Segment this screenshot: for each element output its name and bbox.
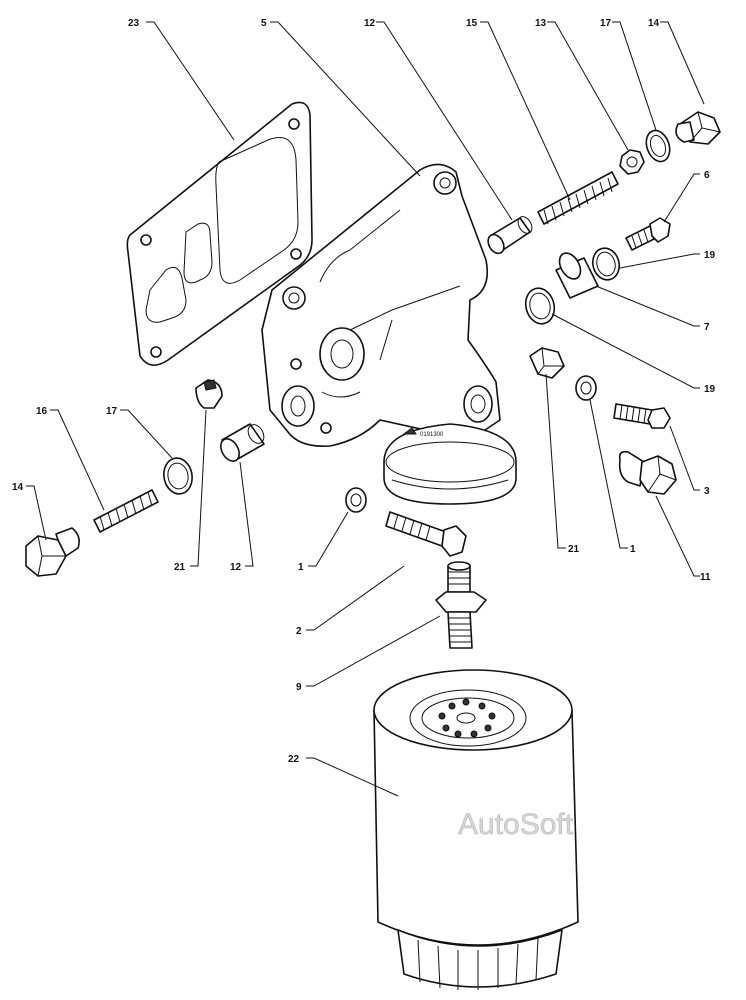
callout-5: 5 <box>261 18 267 29</box>
callout-21-left: 21 <box>174 562 186 573</box>
sleeve-7 <box>555 252 599 299</box>
callout-15: 15 <box>466 18 478 29</box>
bolt-3 <box>613 403 671 429</box>
callout-21-right: 21 <box>568 544 580 555</box>
plug-21-left <box>195 379 223 409</box>
leader-lines <box>26 21 705 797</box>
callout-3: 3 <box>704 486 710 497</box>
callout-23: 23 <box>128 18 140 29</box>
spring-15 <box>537 171 619 225</box>
callout-1-left: 1 <box>298 562 304 573</box>
callout-16: 16 <box>36 406 48 417</box>
plug-14-top <box>675 111 721 145</box>
callout-22: 22 <box>288 754 300 765</box>
washer-1-right <box>575 375 597 401</box>
washer-17-top <box>645 129 671 163</box>
nut-13 <box>619 149 645 175</box>
washer-1-left <box>345 487 367 513</box>
callout-17-top: 17 <box>600 18 612 29</box>
housing-stamp: 0191300 <box>420 432 444 438</box>
callout-2: 2 <box>296 626 302 637</box>
plug-14-left <box>25 527 80 577</box>
callout-9: 9 <box>296 682 302 693</box>
bushing-12-top <box>487 216 533 255</box>
bushing-12-left <box>220 423 265 462</box>
bolt-2 <box>385 511 467 557</box>
callout-12-left: 12 <box>230 562 242 573</box>
nipple-9 <box>435 561 487 649</box>
callout-labels: 23 5 12 15 13 17 14 6 19 7 19 16 17 14 2… <box>12 18 716 765</box>
plug-21-right <box>529 347 565 379</box>
callout-6: 6 <box>704 170 710 181</box>
callout-11: 11 <box>700 572 711 583</box>
watermark: AutoSoft <box>458 808 574 841</box>
callout-14-top: 14 <box>648 18 660 29</box>
washer-17-left <box>163 457 193 495</box>
callout-14-left: 14 <box>12 482 24 493</box>
callout-17-left: 17 <box>106 406 118 417</box>
fitting-11 <box>618 450 677 495</box>
filter-housing-5: 0191300 <box>261 163 517 505</box>
bolt-6 <box>625 217 671 251</box>
spring-16 <box>93 489 159 533</box>
callout-12-top: 12 <box>364 18 376 29</box>
callout-13: 13 <box>535 18 547 29</box>
o-ring-19-upper <box>591 247 621 281</box>
callout-19-lower: 19 <box>704 384 716 395</box>
filter-cartridge-22 <box>373 669 579 990</box>
o-ring-19-lower <box>524 287 556 325</box>
callout-7: 7 <box>704 322 710 333</box>
gasket-23 <box>126 101 313 366</box>
callout-1-right: 1 <box>630 544 636 555</box>
callout-19-upper: 19 <box>704 250 716 261</box>
